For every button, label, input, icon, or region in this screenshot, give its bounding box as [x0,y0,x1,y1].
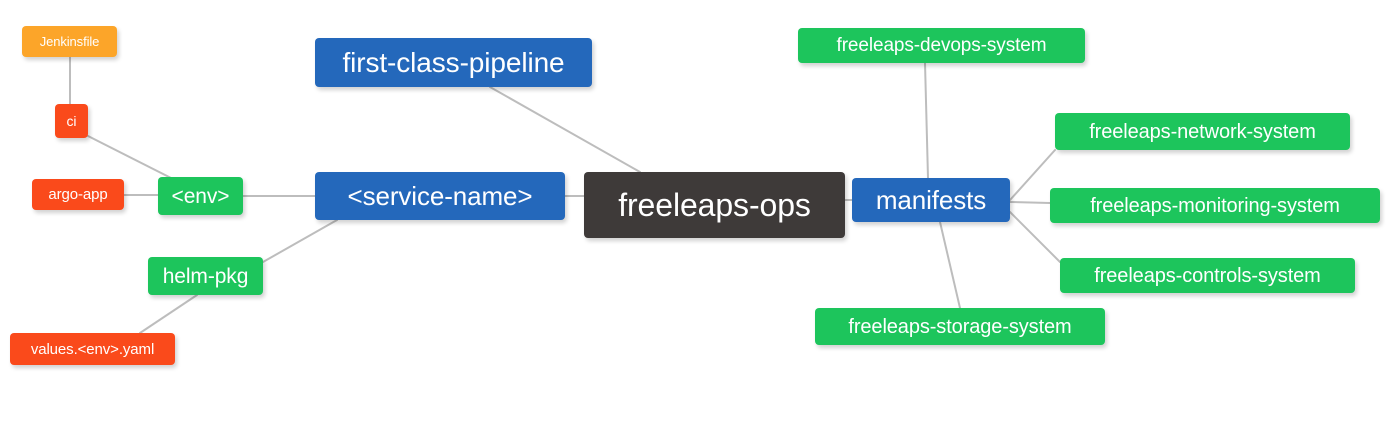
node-helm-pkg[interactable]: helm-pkg [148,257,263,295]
edge-values-yaml-to-helm-pkg [139,294,198,334]
node-label-manifests: manifests [875,185,987,215]
node-freeleaps-monitoring-system[interactable]: freeleaps-monitoring-system [1050,188,1380,223]
node-label-freeleaps-monitoring-system: freeleaps-monitoring-system [1090,194,1340,217]
node-label-jenkinsfile: Jenkinsfile [39,34,100,49]
node-jenkinsfile[interactable]: Jenkinsfile [22,26,117,57]
edge-manifests-to-freeleaps-monitoring-system [1009,201,1051,204]
node-ci[interactable]: ci [55,104,88,138]
node-label-env: <env> [171,184,230,208]
edge-first-class-pipeline-to-freeleaps-ops [489,86,641,173]
node-label-values-yaml: values.<env>.yaml [30,340,155,358]
node-env[interactable]: <env> [158,177,243,215]
node-label-helm-pkg: helm-pkg [162,264,249,288]
node-service-name[interactable]: <service-name> [315,172,565,220]
node-values-yaml[interactable]: values.<env>.yaml [10,333,175,365]
node-label-freeleaps-ops: freeleaps-ops [618,187,811,223]
node-freeleaps-controls-system[interactable]: freeleaps-controls-system [1060,258,1355,293]
node-label-first-class-pipeline: first-class-pipeline [342,46,565,78]
node-label-freeleaps-network-system: freeleaps-network-system [1089,120,1316,143]
edge-manifests-to-freeleaps-network-system [1009,149,1056,201]
node-freeleaps-devops-system[interactable]: freeleaps-devops-system [798,28,1085,63]
node-label-service-name: <service-name> [347,181,533,211]
edge-ci-to-env [87,135,176,181]
node-argo-app[interactable]: argo-app [32,179,124,210]
node-freeleaps-storage-system[interactable]: freeleaps-storage-system [815,308,1105,345]
node-first-class-pipeline[interactable]: first-class-pipeline [315,38,592,87]
node-freeleaps-ops[interactable]: freeleaps-ops [584,172,845,238]
edge-manifests-to-freeleaps-storage-system [939,221,961,309]
node-label-freeleaps-devops-system: freeleaps-devops-system [836,35,1047,56]
edge-manifests-to-freeleaps-devops-system [924,62,929,179]
node-label-argo-app: argo-app [48,186,108,203]
edge-helm-pkg-to-service-name [262,219,338,263]
node-label-freeleaps-controls-system: freeleaps-controls-system [1094,264,1321,287]
node-manifests[interactable]: manifests [852,178,1010,222]
node-label-ci: ci [66,113,77,129]
node-label-freeleaps-storage-system: freeleaps-storage-system [848,315,1072,338]
node-freeleaps-network-system[interactable]: freeleaps-network-system [1055,113,1350,150]
